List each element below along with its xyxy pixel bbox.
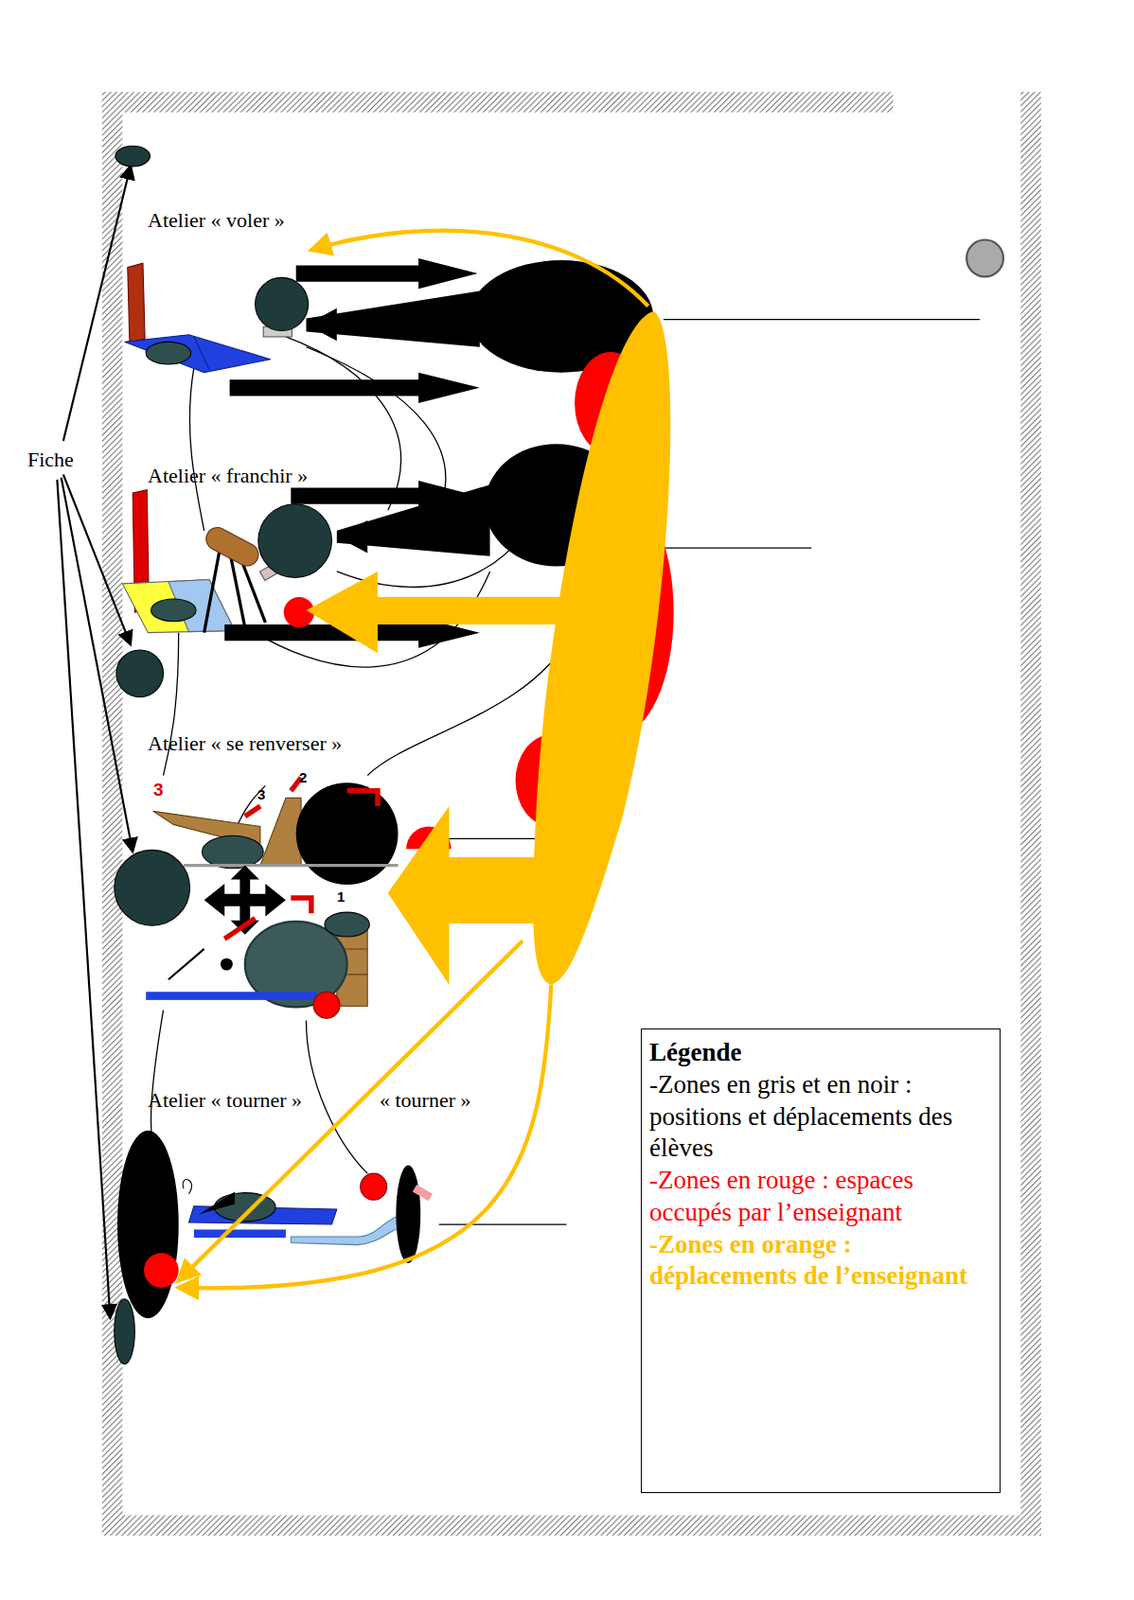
callout-number: 1 bbox=[336, 889, 345, 906]
area-label: Fiche bbox=[27, 448, 74, 472]
legend-text: -Zones en orange : déplacements de l’ens… bbox=[649, 1230, 968, 1292]
area-label: « tourner » bbox=[379, 1089, 472, 1113]
callout-number: 3 bbox=[153, 780, 164, 801]
area-label: Atelier « se renverser » bbox=[147, 732, 342, 756]
legend-text: -Zones en rouge : espaces occupés par l’… bbox=[649, 1166, 914, 1227]
legend-title: Légende bbox=[649, 1037, 993, 1070]
callout-number: 3 bbox=[257, 787, 266, 804]
area-label: Atelier « franchir » bbox=[147, 464, 308, 488]
legend-entry: -Zones en gris et en noir : positions et… bbox=[649, 1069, 993, 1166]
area-label: Atelier « voler » bbox=[147, 209, 285, 232]
legend-entry: -Zones en rouge : espaces occupés par l’… bbox=[649, 1165, 993, 1230]
callout-number: 2 bbox=[299, 770, 307, 787]
area-label: Atelier « tourner » bbox=[147, 1089, 302, 1113]
legend-box: Légende-Zones en gris et en noir : posit… bbox=[640, 1028, 1001, 1494]
legend-entry: -Zones en orange : déplacements de l’ens… bbox=[649, 1229, 993, 1294]
legend-text: -Zones en gris et en noir : positions et… bbox=[649, 1070, 953, 1164]
